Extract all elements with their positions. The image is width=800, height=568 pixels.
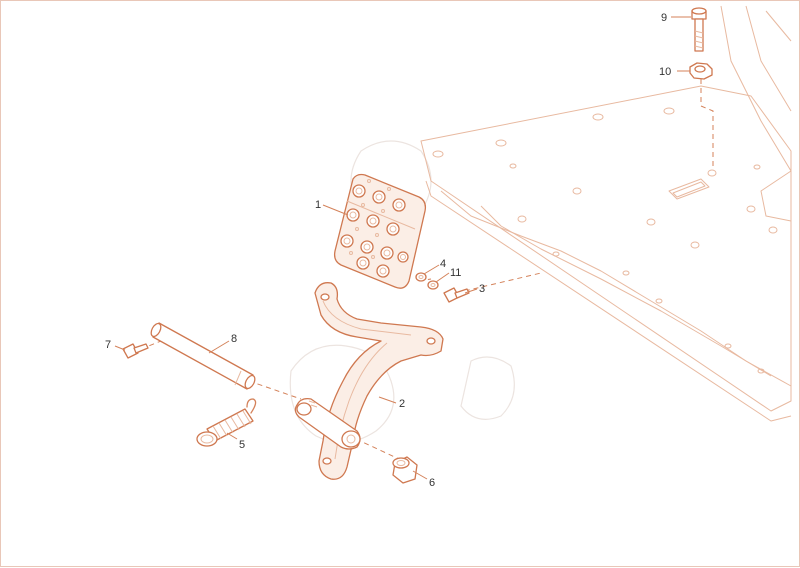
- part-9-bolt[interactable]: [691, 7, 707, 52]
- part-4-washer[interactable]: [415, 272, 427, 282]
- assembly-lines: [140, 79, 714, 460]
- callout-2: 2: [399, 398, 405, 410]
- leader-lines: [114, 16, 691, 480]
- callout-10: 10: [659, 66, 671, 78]
- part-3-screw[interactable]: [443, 287, 470, 303]
- part-11-washer[interactable]: [427, 280, 439, 290]
- callout-3: 3: [479, 283, 485, 295]
- part-7-screw[interactable]: [122, 343, 149, 359]
- callout-6: 6: [429, 477, 435, 489]
- pad-studs: [340, 179, 409, 278]
- part-2-pedal-lever[interactable]: [294, 282, 444, 480]
- callout-5: 5: [239, 439, 245, 451]
- floor-panel: [420, 5, 792, 422]
- callouts: 1 2 3 4 5 6 7 8 9 10 11: [105, 12, 671, 489]
- part-5-spring[interactable]: [196, 398, 257, 447]
- callout-9: 9: [661, 12, 667, 24]
- callout-7: 7: [105, 339, 111, 351]
- callout-11: 11: [450, 267, 461, 279]
- part-6-bushing[interactable]: [392, 456, 418, 484]
- callout-4: 4: [440, 258, 446, 270]
- part-8-pivot-pin[interactable]: [149, 322, 257, 390]
- callout-8: 8: [231, 333, 237, 345]
- callout-1: 1: [315, 199, 321, 211]
- part-1-pedal-pad[interactable]: [333, 173, 427, 289]
- part-10-nut[interactable]: [689, 62, 713, 80]
